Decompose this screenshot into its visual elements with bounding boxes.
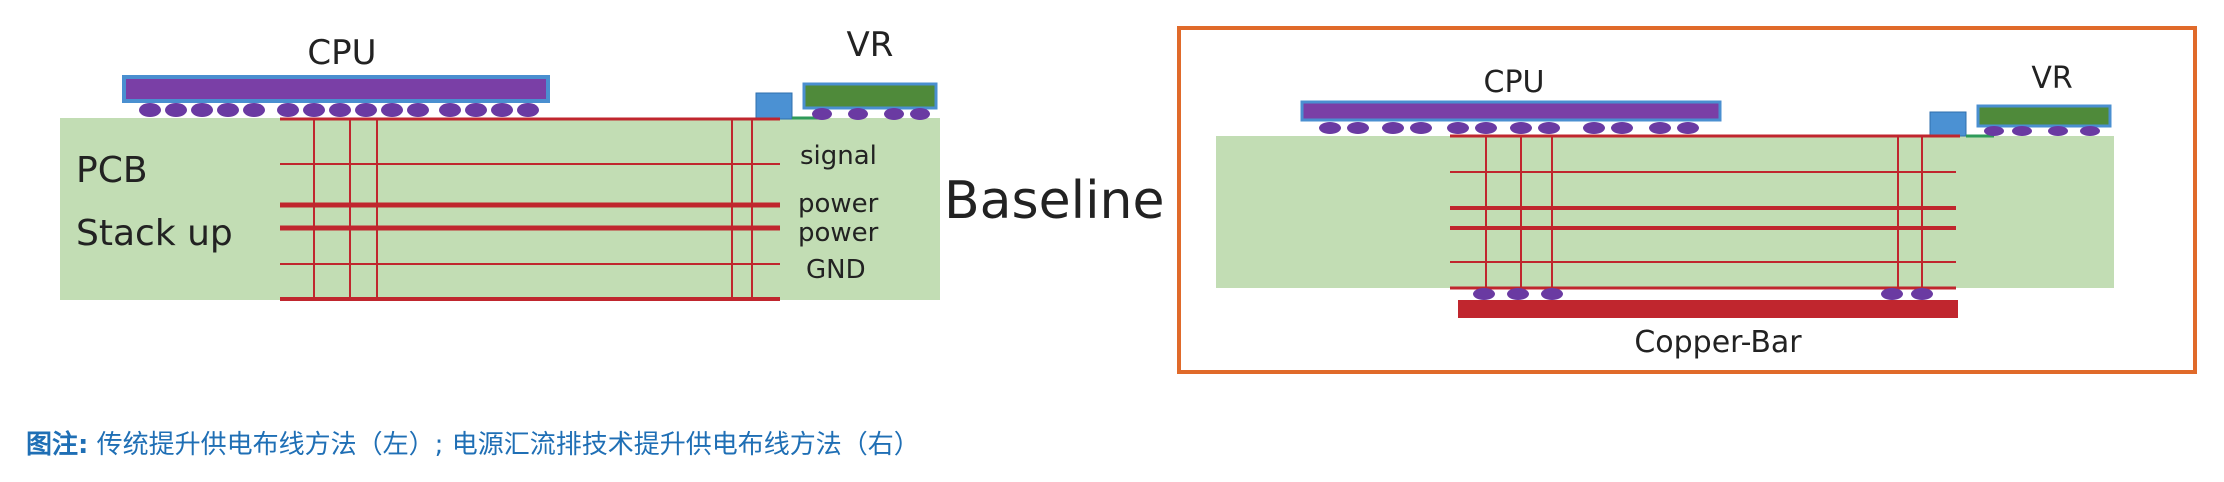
solder-ball bbox=[1319, 122, 1341, 134]
solder-ball bbox=[407, 103, 429, 117]
solder-ball bbox=[1473, 288, 1495, 300]
right-vr-capacitor bbox=[1929, 111, 1967, 137]
solder-ball bbox=[1510, 122, 1532, 134]
solder-ball bbox=[1382, 122, 1404, 134]
right-vr-label: VR bbox=[2031, 61, 2072, 96]
solder-ball bbox=[2012, 126, 2032, 136]
solder-ball bbox=[1649, 122, 1671, 134]
solder-ball bbox=[1541, 288, 1563, 300]
solder-ball bbox=[277, 103, 299, 117]
right-cpu-package bbox=[1300, 100, 1722, 122]
solder-ball bbox=[848, 108, 868, 120]
layer-label-signal: signal bbox=[800, 141, 877, 171]
solder-ball bbox=[1984, 126, 2004, 136]
solder-ball bbox=[884, 108, 904, 120]
solder-ball bbox=[491, 103, 513, 117]
solder-ball bbox=[910, 108, 930, 120]
right-cpu-solder-balls bbox=[1319, 122, 1699, 134]
solder-ball bbox=[1347, 122, 1369, 134]
left-vr-package bbox=[802, 82, 938, 110]
caption-text: 传统提升供电布线方法（左）; 电源汇流排技术提升供电布线方法（右） bbox=[96, 430, 920, 460]
left-vr-capacitor bbox=[755, 92, 793, 120]
solder-ball bbox=[1583, 122, 1605, 134]
solder-ball bbox=[1611, 122, 1633, 134]
solder-ball bbox=[191, 103, 213, 117]
right-traces bbox=[1450, 134, 1960, 292]
solder-ball bbox=[1507, 288, 1529, 300]
left-diagram: CPU VR PCB Stack up signal power power G… bbox=[60, 25, 940, 301]
right-vr-solder-balls bbox=[1984, 126, 2100, 136]
stackup-label: Stack up bbox=[76, 213, 233, 254]
layer-label-power: power bbox=[798, 189, 879, 219]
left-vr-label: VR bbox=[847, 25, 894, 65]
solder-ball bbox=[2080, 126, 2100, 136]
left-cpu-solder-balls bbox=[139, 103, 539, 117]
left-cpu-package bbox=[122, 75, 550, 103]
solder-ball bbox=[1447, 122, 1469, 134]
copper-bar-label: Copper-Bar bbox=[1634, 325, 1802, 360]
baseline-label: Baseline bbox=[944, 171, 1164, 231]
left-cpu-label: CPU bbox=[307, 33, 376, 73]
solder-ball bbox=[517, 103, 539, 117]
figure-caption: 图注: 传统提升供电布线方法（左）; 电源汇流排技术提升供电布线方法（右） bbox=[26, 424, 920, 461]
solder-ball bbox=[165, 103, 187, 117]
solder-ball bbox=[1911, 288, 1933, 300]
solder-ball bbox=[329, 103, 351, 117]
right-vr-package bbox=[1976, 104, 2112, 128]
solder-ball bbox=[303, 103, 325, 117]
copper-bar bbox=[1458, 300, 1958, 318]
layer-label-gnd: GND bbox=[806, 255, 866, 285]
solder-ball bbox=[812, 108, 832, 120]
solder-ball bbox=[439, 103, 461, 117]
solder-ball bbox=[1881, 288, 1903, 300]
right-frame bbox=[1177, 26, 2197, 374]
solder-ball bbox=[1677, 122, 1699, 134]
copper-bar-solder-balls bbox=[1473, 288, 1933, 300]
solder-ball bbox=[355, 103, 377, 117]
solder-ball bbox=[1475, 122, 1497, 134]
left-traces bbox=[280, 117, 780, 301]
solder-ball bbox=[243, 103, 265, 117]
right-pcb-board bbox=[1216, 136, 2114, 288]
left-vr-solder-balls bbox=[812, 108, 930, 120]
right-diagram: CPU VR Copper-Bar bbox=[1177, 26, 2197, 374]
caption-head: 图注: bbox=[26, 430, 89, 460]
solder-ball bbox=[139, 103, 161, 117]
pcb-label: PCB bbox=[76, 150, 148, 191]
left-pcb-board bbox=[60, 118, 940, 300]
layer-label-power: power bbox=[798, 218, 879, 248]
solder-ball bbox=[1538, 122, 1560, 134]
solder-ball bbox=[465, 103, 487, 117]
solder-ball bbox=[1410, 122, 1432, 134]
solder-ball bbox=[381, 103, 403, 117]
solder-ball bbox=[2048, 126, 2068, 136]
right-cpu-label: CPU bbox=[1484, 65, 1545, 100]
solder-ball bbox=[217, 103, 239, 117]
